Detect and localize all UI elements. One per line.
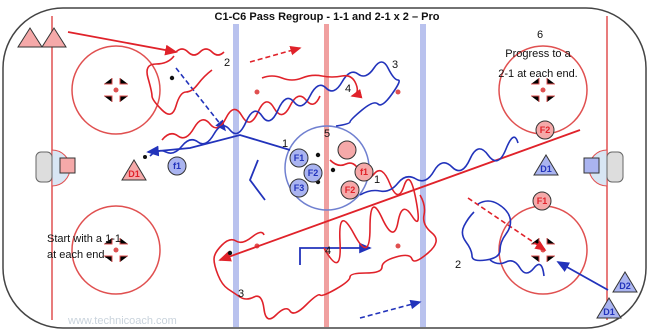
blue-line-left [233,9,239,327]
net-right [606,151,624,183]
skating-paths [67,31,609,291]
note-left-line1: Start with a 1-1 [47,233,121,245]
pylon-left [59,157,76,174]
puck-carry-paths [146,48,545,320]
player-f1-blue-left: f1 [173,161,181,171]
step-number: 3 [238,288,244,300]
player-d2-blue-br: D2 [619,281,631,291]
note-right-line1: Progress to a [505,48,571,60]
pylon-right [583,157,600,174]
player-f1-blue-center: F1 [294,153,305,163]
pass-arrows [175,45,547,319]
player-f1-red-right: F1 [537,196,548,206]
note-right-number: 6 [537,29,543,41]
player-f1-red-center: f1 [360,167,368,177]
step-number: 3 [392,59,398,71]
player-circles [167,120,555,211]
step-number: 4 [345,83,351,95]
player-d1-red-left: D1 [128,169,140,179]
player-d1-blue-right: D1 [540,164,552,174]
step-number: 2 [455,259,461,271]
player-f2-red-center: F2 [345,185,356,195]
player-triangles [17,27,638,319]
step-number: 2 [224,57,230,69]
player-f2-blue-center: F2 [308,168,319,178]
faceoff-circle-top-left [71,45,161,135]
player-f2-red-right: F2 [540,125,551,135]
step-number: 1 [282,138,288,150]
player-d1-blue-br: D1 [603,307,615,317]
step-number: 1 [374,174,380,186]
player-f3-blue-center: F3 [294,183,305,193]
note-left-line2: at each end. [47,249,108,261]
faceoff-circle-bottom-left [71,205,161,295]
drill-title: C1-C6 Pass Regroup - 1-1 and 2-1 x 2 – P… [215,11,440,23]
note-right-line2: 2-1 at each end. [498,68,578,80]
step-number: 5 [324,128,330,140]
blue-line-right [420,9,426,327]
center-red-line [324,9,329,327]
title-box [200,9,460,24]
net-left [35,151,53,183]
watermark: www.technicoach.com [67,315,177,327]
step-number: 4 [325,245,331,257]
